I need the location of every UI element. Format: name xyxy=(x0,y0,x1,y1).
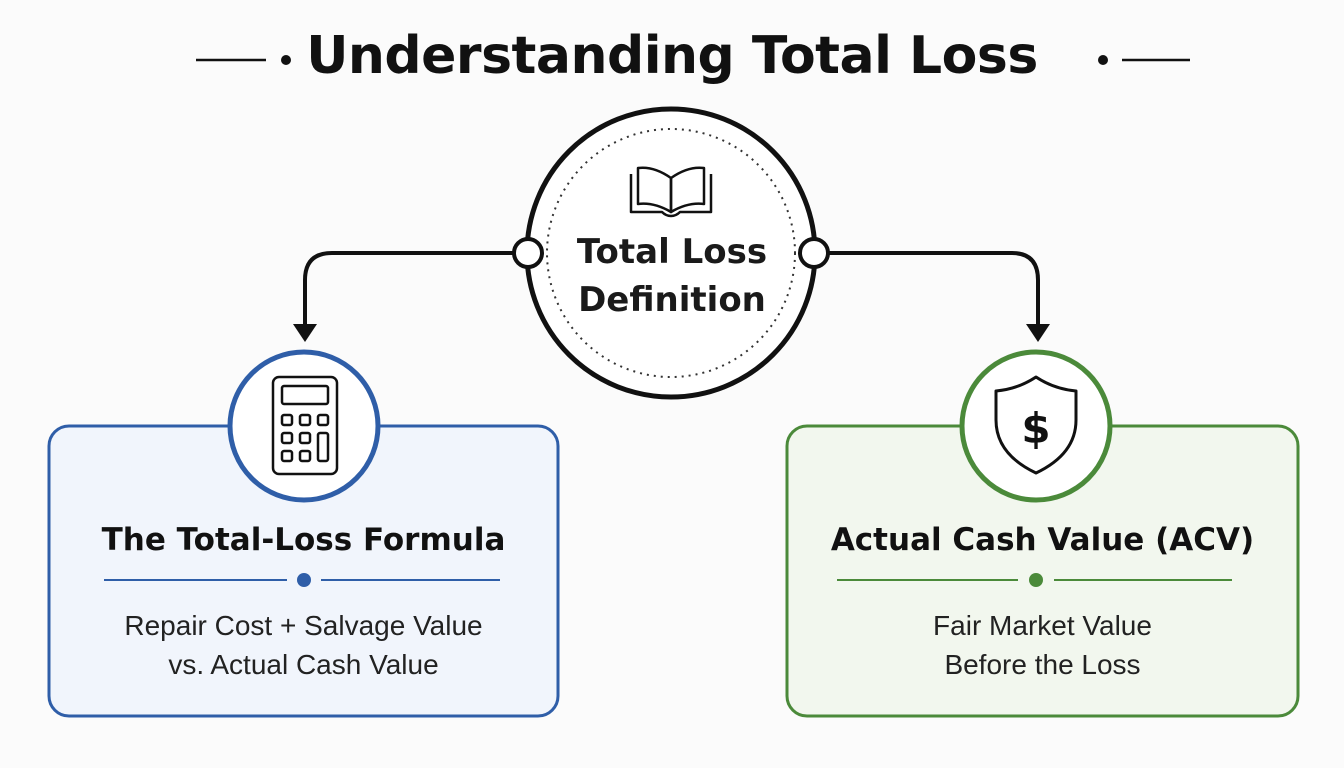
page-title: Understanding Total Loss xyxy=(306,26,1038,86)
connector-arrow-right xyxy=(814,251,1040,326)
open-book-icon xyxy=(629,166,713,218)
connector-node-right xyxy=(798,237,830,269)
connector-node-left xyxy=(512,237,544,269)
arrowhead-left xyxy=(293,324,317,342)
acv-card xyxy=(785,424,1300,718)
svg-text:$: $ xyxy=(1021,404,1050,453)
shield-dollar-icon: $ xyxy=(994,375,1078,475)
center-node-label: Total Loss Definition xyxy=(576,232,768,320)
acv-card-title: Actual Cash Value (ACV) xyxy=(830,522,1255,558)
acv-card-description: Fair Market Value Before the Loss xyxy=(933,610,1152,680)
arrowhead-right xyxy=(1026,324,1050,342)
title-decoration-right xyxy=(1098,55,1190,65)
title-decoration-left xyxy=(196,55,291,65)
formula-card-description: Repair Cost + Salvage Value vs. Actual C… xyxy=(124,610,483,680)
shield-badge xyxy=(959,349,1113,503)
formula-card-title: The Total-Loss Formula xyxy=(101,522,506,558)
connector-arrow-left xyxy=(303,251,528,326)
calculator-icon xyxy=(271,375,339,476)
